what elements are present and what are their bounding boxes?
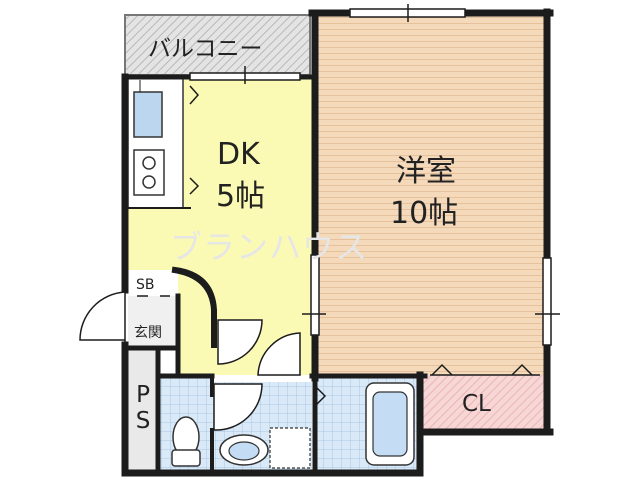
balcony-area [125, 15, 310, 75]
dk-name-label: DK [217, 137, 260, 172]
dk-size-label: 5帖 [216, 179, 266, 214]
closet-area [420, 375, 547, 430]
western-room-name-label: 洋室 [396, 154, 456, 189]
closet-label: CL [462, 391, 491, 417]
sink [133, 91, 163, 138]
sb-label: SB [136, 277, 155, 293]
ps-area [128, 350, 160, 470]
walls [121, 8, 554, 477]
entrance-floor [128, 296, 178, 346]
balcony-label: バルコニー [148, 36, 263, 62]
doors [79, 85, 540, 431]
entrance-label: 玄関 [134, 325, 162, 341]
western-room-size-label: 10帖 [390, 196, 459, 231]
western-room-floor [315, 15, 547, 375]
ps-label: PS [135, 382, 151, 434]
windows [139, 4, 560, 346]
watermark-text: ブランハウス [170, 228, 369, 266]
washing-machine-space [269, 427, 311, 469]
